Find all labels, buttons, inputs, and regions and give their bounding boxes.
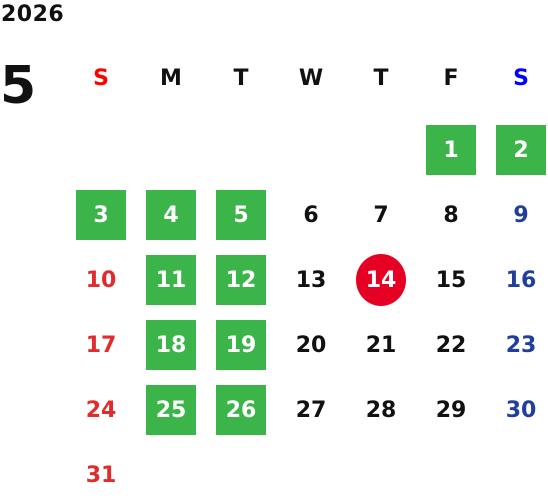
day-number: 28 <box>365 397 397 423</box>
day-number: 2 <box>513 137 529 163</box>
day-number: 23 <box>505 332 537 358</box>
day-number: 16 <box>505 267 537 293</box>
day-number: 12 <box>225 267 257 293</box>
highlighted-day-cell[interactable]: 2 <box>496 125 546 175</box>
day-number: 10 <box>85 267 117 293</box>
day-number: 7 <box>373 202 389 228</box>
highlighted-day-cell[interactable]: 25 <box>146 385 196 435</box>
day-number: 19 <box>225 332 257 358</box>
day-number: 25 <box>155 397 187 423</box>
day-number: 8 <box>443 202 459 228</box>
weekday-label: M <box>160 66 182 91</box>
highlighted-day-cell[interactable]: 18 <box>146 320 196 370</box>
day-cell[interactable]: 7 <box>356 190 406 240</box>
day-cell[interactable]: 27 <box>286 385 336 435</box>
day-cell[interactable]: 13 <box>286 255 336 305</box>
day-number: 5 <box>233 202 249 228</box>
weekday-label: T <box>373 66 389 91</box>
day-cell[interactable]: 15 <box>426 255 476 305</box>
day-number: 30 <box>505 397 537 423</box>
highlighted-day-cell[interactable]: 12 <box>216 255 266 305</box>
day-number: 9 <box>513 202 529 228</box>
weekday-label: S <box>513 66 529 91</box>
day-number: 22 <box>435 332 467 358</box>
highlighted-day-cell[interactable]: 4 <box>146 190 196 240</box>
day-number: 24 <box>85 397 117 423</box>
weekday-label: T <box>233 66 249 91</box>
day-number: 18 <box>155 332 187 358</box>
day-number: 11 <box>155 267 187 293</box>
day-cell[interactable]: 20 <box>286 320 336 370</box>
day-cell[interactable]: 10 <box>76 255 126 305</box>
day-number: 20 <box>295 332 327 358</box>
highlighted-day-cell[interactable]: 1 <box>426 125 476 175</box>
day-number: 29 <box>435 397 467 423</box>
highlighted-day-cell[interactable]: 5 <box>216 190 266 240</box>
highlighted-day-cell[interactable]: 19 <box>216 320 266 370</box>
day-cell[interactable]: 22 <box>426 320 476 370</box>
day-cell[interactable]: 31 <box>76 450 126 500</box>
day-cell[interactable]: 24 <box>76 385 126 435</box>
day-number: 1 <box>443 137 459 163</box>
day-cell[interactable]: 17 <box>76 320 126 370</box>
year-label: 2026 <box>1 2 65 27</box>
day-cell[interactable]: 23 <box>496 320 546 370</box>
day-cell[interactable]: 28 <box>356 385 406 435</box>
highlighted-day-cell[interactable]: 11 <box>146 255 196 305</box>
day-number: 6 <box>303 202 319 228</box>
day-cell[interactable]: 30 <box>496 385 546 435</box>
today-day-number: 14 <box>356 254 406 306</box>
highlighted-day-cell[interactable]: 26 <box>216 385 266 435</box>
highlighted-day-cell[interactable]: 3 <box>76 190 126 240</box>
day-cell[interactable]: 6 <box>286 190 336 240</box>
day-number: 31 <box>85 462 117 488</box>
day-cell[interactable]: 8 <box>426 190 476 240</box>
day-cell[interactable]: 21 <box>356 320 406 370</box>
day-number: 13 <box>295 267 327 293</box>
day-number: 4 <box>163 202 179 228</box>
day-cell[interactable]: 16 <box>496 255 546 305</box>
day-number: 26 <box>225 397 257 423</box>
weekday-label: F <box>443 66 459 91</box>
day-cell[interactable]: 29 <box>426 385 476 435</box>
today-cell[interactable]: 14 <box>356 254 406 306</box>
month-number: 5 <box>0 56 37 116</box>
weekday-label: W <box>298 66 324 91</box>
day-number: 21 <box>365 332 397 358</box>
day-number: 27 <box>295 397 327 423</box>
day-number: 15 <box>435 267 467 293</box>
weekday-label: S <box>93 66 109 91</box>
day-number: 17 <box>85 332 117 358</box>
day-number: 3 <box>93 202 109 228</box>
day-cell[interactable]: 9 <box>496 190 546 240</box>
